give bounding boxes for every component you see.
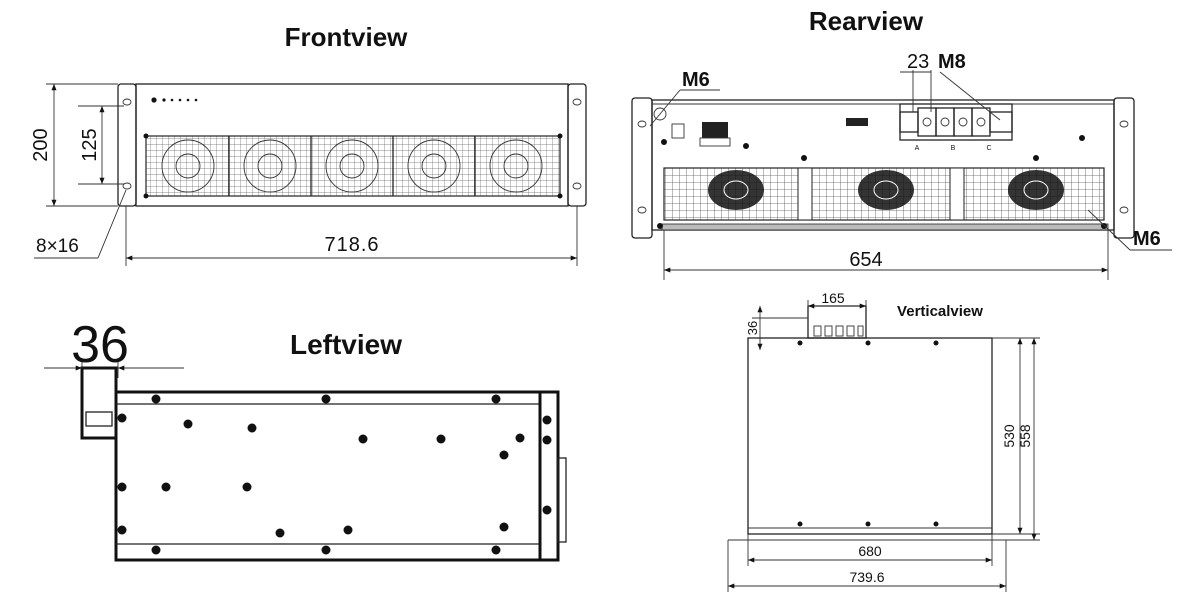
left-view-title: Leftview: [290, 329, 402, 360]
front-view-title: Frontview: [285, 22, 409, 52]
rear-terminal-block: [899, 103, 1013, 141]
rear-terminal-label-b: B: [951, 145, 956, 152]
left-view: Leftview 36: [44, 316, 567, 562]
rear-screw-left: M6: [682, 69, 710, 91]
vertical-dim-depth-inner: 530: [1001, 424, 1017, 448]
rear-terminal-screw: M8: [938, 51, 966, 73]
rear-view-title: Rearview: [809, 6, 924, 36]
rear-right-ear: [1113, 97, 1135, 239]
vertical-dim-depth-outer: 558: [1017, 424, 1033, 448]
rear-terminal-spacing: 23: [907, 51, 929, 73]
rear-screw-right: M6: [1133, 228, 1161, 250]
front-dim-height: 200: [30, 128, 52, 161]
left-panel: [114, 390, 560, 562]
rear-terminal-label-c: C: [986, 145, 991, 152]
front-panel: [135, 83, 569, 207]
front-dim-inner-height: 125: [79, 128, 101, 161]
rear-terminal-label-a: A: [915, 145, 920, 152]
left-handle: [80, 366, 118, 440]
front-right-ear: [567, 83, 587, 207]
front-led-indicators: [151, 97, 198, 103]
vertical-dim-terminal-depth: 36: [745, 321, 760, 335]
rear-left-ear: [631, 97, 653, 239]
vertical-terminal: [807, 305, 867, 339]
vertical-dim-width-inner: 680: [858, 543, 882, 559]
front-fan-grille: [145, 135, 561, 197]
vertical-body: [747, 337, 993, 535]
rear-view: Rearview: [631, 6, 1172, 280]
front-dim-width: 718.6: [324, 234, 379, 256]
rear-dim-width: 654: [849, 249, 882, 271]
front-left-ear: [117, 83, 137, 207]
front-dim-slot: 8×16: [36, 236, 79, 257]
vertical-view: Verticalview 165 36 530: [727, 290, 1040, 592]
vertical-dim-terminal-width: 165: [821, 290, 845, 306]
left-screws: [117, 394, 552, 555]
front-view: Frontview: [30, 22, 587, 266]
vertical-dim-width-outer: 739.6: [849, 569, 884, 585]
left-dim-handle: 36: [71, 316, 129, 374]
vertical-view-title: Verticalview: [897, 303, 983, 320]
